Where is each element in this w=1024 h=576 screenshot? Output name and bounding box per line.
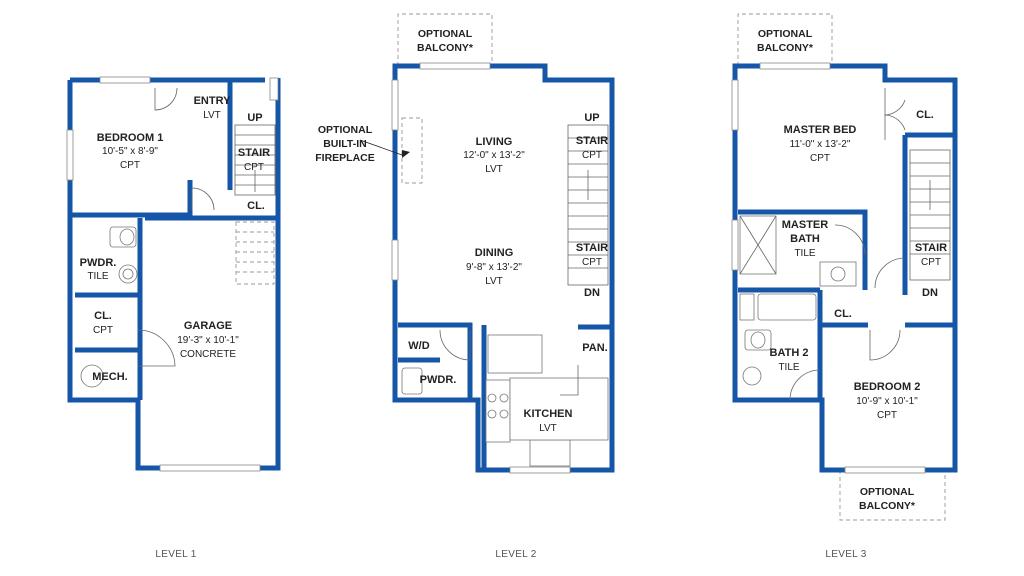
- level-2-pwdr-label: PWDR.: [420, 374, 457, 386]
- level-2-stair-upper-name: STAIR: [576, 135, 608, 147]
- bath-2-name: BATH 2: [770, 347, 809, 359]
- bedroom-1-name: BEDROOM 1: [97, 132, 164, 144]
- level-1-plan: BEDROOM 1 10'-5" x 8'-9" CPT ENTRY LVT U…: [66, 76, 281, 560]
- level-1-stair-name: STAIR: [238, 147, 270, 159]
- level-1-stair-floor: CPT: [244, 162, 264, 173]
- master-bath-floor: TILE: [794, 248, 815, 259]
- pwdr-name: PWDR.: [80, 257, 117, 269]
- level-2-plan: OPTIONAL BALCONY* OPTIONAL BUILT-IN FIRE…: [315, 13, 615, 560]
- bedroom-2-name: BEDROOM 2: [854, 381, 921, 393]
- living-name: LIVING: [476, 136, 513, 148]
- bedroom-2-dims: 10'-9" x 10'-1": [856, 396, 918, 407]
- pantry-label: PAN.: [582, 342, 607, 354]
- dining-floor: LVT: [485, 276, 503, 287]
- garage-name: GARAGE: [184, 320, 232, 332]
- living-floor: LVT: [485, 164, 503, 175]
- entry-name: ENTRY: [194, 95, 232, 107]
- master-bath-line-2: BATH: [790, 233, 820, 245]
- garage-floor: CONCRETE: [180, 349, 236, 360]
- pwdr-floor: TILE: [87, 271, 108, 282]
- entry-floor: LVT: [203, 110, 221, 121]
- level-3-dn-label: DN: [922, 287, 938, 299]
- bedroom-1-floor: CPT: [120, 160, 140, 171]
- level-3-label: LEVEL 3: [825, 549, 866, 560]
- level-2-stair-upper-floor: CPT: [582, 150, 602, 161]
- master-bed-floor: CPT: [810, 153, 830, 164]
- level-2-stair-lower-name: STAIR: [576, 242, 608, 254]
- fireplace-line-1: OPTIONAL: [318, 124, 373, 136]
- kitchen-floor: LVT: [539, 423, 557, 434]
- level-3-balcony-top-line-1: OPTIONAL: [758, 28, 813, 40]
- level-2-up-label: UP: [584, 112, 599, 124]
- level-2-stair-lower-floor: CPT: [582, 257, 602, 268]
- level-3-plan: OPTIONAL BALCONY* OPTIONAL BALCONY* MAST…: [731, 13, 958, 560]
- level-3-balcony-bottom-line-1: OPTIONAL: [860, 486, 915, 498]
- master-bed-name: MASTER BED: [784, 124, 857, 136]
- bath-2-floor: TILE: [778, 362, 799, 373]
- level-2-dn-label: DN: [584, 287, 600, 299]
- level-1-closet-floor: CPT: [93, 325, 113, 336]
- master-bed-dims: 11'-0" x 13'-2": [790, 139, 851, 150]
- level-1-exterior-wall: [67, 78, 281, 471]
- level-1-up-label: UP: [247, 112, 262, 124]
- bedroom-1-dims: 10'-5" x 8'-9": [102, 146, 158, 157]
- master-bath-line-1: MASTER: [782, 219, 829, 231]
- dining-name: DINING: [475, 247, 514, 259]
- level-1-stair-closet: CL.: [247, 200, 265, 212]
- kitchen-name: KITCHEN: [524, 408, 573, 420]
- level-3-balcony-top-line-2: BALCONY*: [757, 42, 814, 54]
- bedroom-2-floor: CPT: [877, 410, 897, 421]
- mech-label: MECH.: [92, 371, 127, 383]
- fireplace-line-2: BUILT-IN: [323, 138, 367, 150]
- master-closet-label: CL.: [916, 109, 934, 121]
- level-3-stair-name: STAIR: [915, 242, 947, 254]
- level-3-balcony-bottom-line-2: BALCONY*: [859, 500, 916, 512]
- hall-closet-label: CL.: [834, 308, 852, 320]
- garage-dims: 19'-3" x 10'-1": [177, 335, 239, 346]
- level-2-exterior-wall: [392, 63, 615, 473]
- level-3-exterior-wall: [732, 63, 958, 473]
- wd-label: W/D: [408, 340, 429, 352]
- level-2-label: LEVEL 2: [495, 549, 536, 560]
- fireplace-line-3: FIREPLACE: [315, 152, 375, 164]
- level-1-label: LEVEL 1: [155, 549, 196, 560]
- level-3-stair-floor: CPT: [921, 257, 941, 268]
- dining-dims: 9'-8" x 13'-2": [466, 262, 522, 273]
- level-2-balcony-line-2: BALCONY*: [417, 42, 474, 54]
- level-2-balcony-line-1: OPTIONAL: [418, 28, 473, 40]
- level-1-closet-name: CL.: [94, 310, 112, 322]
- living-dims: 12'-0" x 13'-2": [463, 150, 525, 161]
